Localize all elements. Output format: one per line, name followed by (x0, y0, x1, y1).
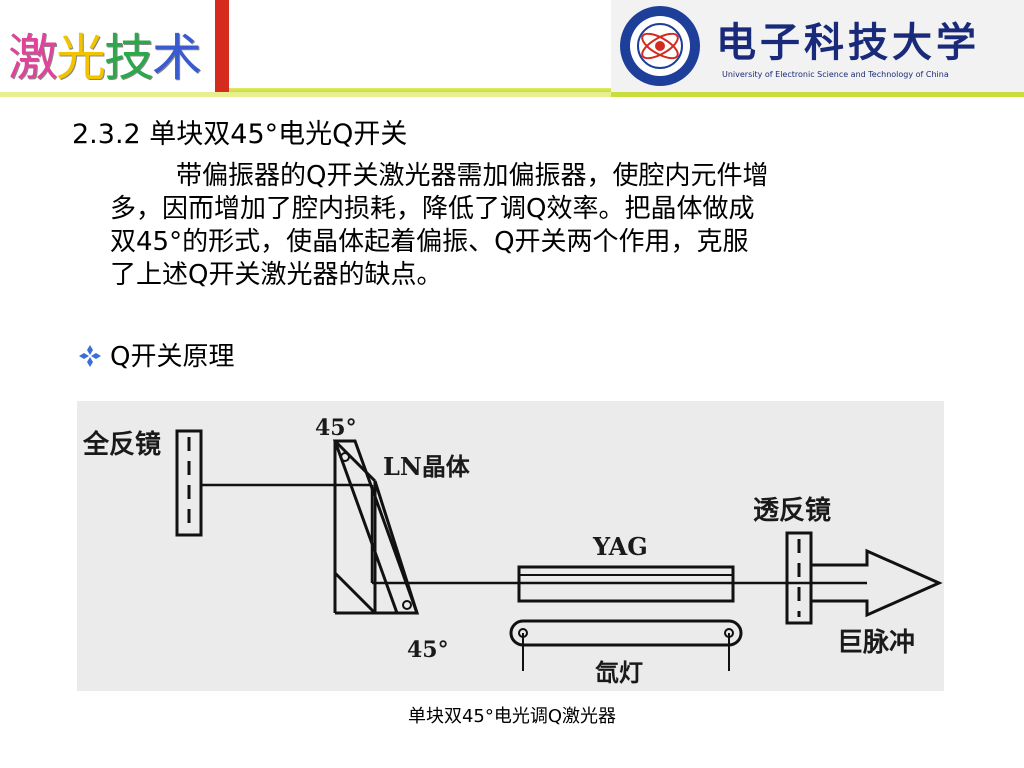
label-giant-pulse: 巨脉冲 (837, 628, 915, 658)
university-name: 电子科技大学 (716, 19, 980, 66)
university-subtitle: University of Electronic Science and Tec… (722, 70, 949, 79)
bullet-text: Q开关原理 (110, 342, 235, 372)
paragraph-line-3: 双45°的形式，使晶体起着偏振、Q开关两个作用，克服 (110, 227, 749, 257)
university-seal-icon (620, 6, 700, 86)
course-logo: 激光技术 (0, 0, 215, 92)
output-arrow (809, 548, 943, 618)
label-angle-top: 45° (315, 415, 357, 441)
label-yag: YAG (592, 532, 648, 561)
label-output-mirror: 透反镜 (753, 495, 831, 526)
course-logo-text: 激光技术 (8, 18, 202, 90)
logo-char-4: 术 (152, 29, 202, 87)
paragraph-line-4: 了上述Q开关激光器的缺点。 (110, 260, 443, 290)
label-crystal: LN晶体 (383, 452, 471, 481)
header-green-strip (229, 0, 611, 92)
header-red-bar (215, 0, 229, 92)
diagram-caption: 单块双45°电光调Q激光器 (407, 706, 617, 727)
header-divider-right (611, 92, 1024, 97)
xenon-lamp (509, 619, 743, 671)
section-paragraph: 带偏振器的Q开关激光器需加偏振器，使腔内元件增 多，因而增加了腔内损耗，降低了调… (110, 160, 970, 292)
diamond-bullet-icon (79, 345, 101, 367)
label-full-mirror: 全反镜 (82, 429, 161, 460)
label-angle-bottom: 45° (407, 637, 449, 663)
logo-char-3: 技 (104, 29, 154, 87)
laser-diagram: 全反镜 45° LN晶体 YAG 透反镜 45° 巨脉冲 氙灯 (77, 401, 944, 691)
label-lamp: 氙灯 (595, 658, 643, 687)
yag-rod (517, 565, 735, 603)
paragraph-line-1: 带偏振器的Q开关激光器需加偏振器，使腔内元件增 (176, 161, 769, 191)
section-heading: 2.3.2 单块双45°电光Q开关 (72, 119, 408, 150)
bullet-item: Q开关原理 (78, 336, 234, 373)
logo-char-1: 激 (8, 29, 58, 87)
full-mirror (175, 429, 203, 537)
ln-crystal (332, 439, 420, 615)
paragraph-line-2: 多，因而增加了腔内损耗，降低了调Q效率。把晶体做成 (110, 194, 755, 224)
logo-char-2: 光 (56, 29, 106, 87)
header-divider-left (0, 92, 611, 97)
